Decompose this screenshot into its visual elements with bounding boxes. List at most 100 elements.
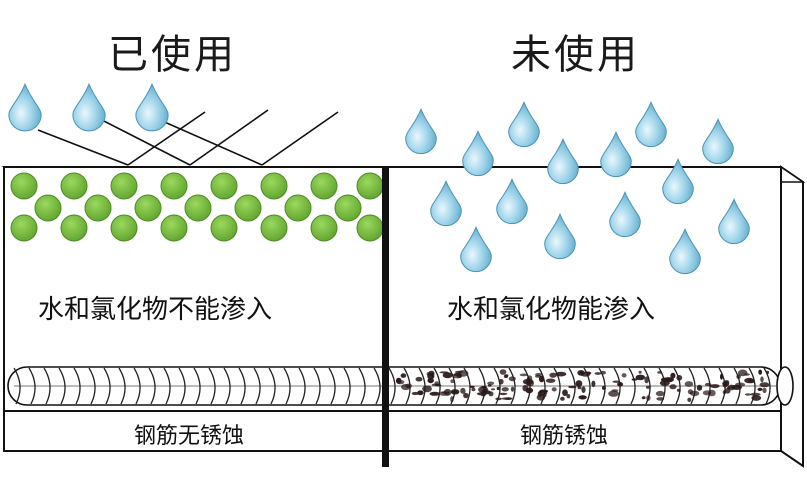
coating-sphere xyxy=(60,172,88,200)
reflection-line xyxy=(261,111,339,166)
rust-spot xyxy=(525,380,535,387)
coating-sphere xyxy=(210,172,238,200)
rust-spot xyxy=(537,391,543,398)
rust-spot xyxy=(575,380,583,387)
rust-spot xyxy=(551,387,557,392)
rust-spot xyxy=(411,391,419,396)
water-drop-icon xyxy=(430,179,462,226)
coating-sphere xyxy=(84,194,112,222)
water-drop-icon xyxy=(702,117,734,164)
reflection-line xyxy=(97,117,191,166)
rust-spot xyxy=(535,374,541,378)
water-drop-icon xyxy=(662,157,694,204)
rust-spot xyxy=(487,384,492,387)
rust-spot xyxy=(439,371,449,374)
rust-spot xyxy=(601,385,606,390)
rust-spot xyxy=(560,396,565,401)
rebar-rib xyxy=(688,367,696,405)
coating-sphere xyxy=(284,194,312,222)
water-drop-icon xyxy=(508,100,540,147)
water-drop-icon xyxy=(8,82,42,132)
rebar-rib xyxy=(118,367,126,405)
reflection-lines xyxy=(37,109,339,166)
rust-spot xyxy=(545,378,556,383)
rust-spot xyxy=(501,387,509,392)
coating-sphere xyxy=(34,194,62,222)
rust-spot xyxy=(657,371,663,374)
rust-spot xyxy=(744,393,752,396)
coating-sphere xyxy=(160,172,188,200)
rebar-rib xyxy=(133,367,141,405)
rust-spot xyxy=(684,381,694,387)
rust-spot xyxy=(538,375,545,383)
water-drop-icon xyxy=(609,190,641,237)
rust-spot xyxy=(460,387,466,394)
right-water-drops xyxy=(405,100,750,274)
rust-spot xyxy=(450,396,454,403)
rust-spot xyxy=(581,386,586,394)
rust-spot xyxy=(720,373,723,380)
panel-divider xyxy=(382,167,389,467)
rust-spot xyxy=(496,386,500,391)
coating-sphere xyxy=(110,214,138,242)
rebar-rib xyxy=(493,367,501,405)
rust-spot xyxy=(669,384,677,390)
rust-spot xyxy=(555,371,567,377)
rust-spot xyxy=(670,372,676,379)
left-title: 已使用 xyxy=(108,32,237,78)
rebar-rib xyxy=(538,367,546,405)
rebar-rib xyxy=(298,367,306,405)
rust-spot xyxy=(400,373,407,378)
rebar-rib xyxy=(388,367,396,405)
rust-spot xyxy=(482,390,491,395)
rust-spot xyxy=(676,375,683,381)
coating-sphere xyxy=(160,214,188,242)
rust-spot xyxy=(585,371,592,375)
rebar-rib xyxy=(358,367,366,405)
rust-spot xyxy=(600,370,606,375)
coating-sphere xyxy=(210,214,238,242)
rust-spot xyxy=(487,381,495,386)
rust-spot xyxy=(450,389,460,395)
rebar-rib xyxy=(88,367,96,405)
rust-spot xyxy=(566,394,571,399)
rebar-rib xyxy=(373,367,381,405)
rust-spot xyxy=(751,395,762,401)
coating-sphere xyxy=(260,172,288,200)
rust-spot xyxy=(594,372,602,375)
rust-spot xyxy=(510,386,515,392)
rust-spot xyxy=(737,369,748,377)
rust-spot xyxy=(522,385,529,392)
rust-spot xyxy=(735,382,746,387)
rust-spots xyxy=(395,369,770,403)
rebar-rib xyxy=(553,367,561,405)
rebar-rib xyxy=(148,367,156,405)
rebar-rib xyxy=(268,367,276,405)
rust-spot xyxy=(503,374,509,379)
rust-spot xyxy=(689,390,700,397)
rust-spot xyxy=(750,392,761,396)
rust-spot xyxy=(727,384,736,391)
rebar-rib xyxy=(178,367,186,405)
coating-sphere xyxy=(356,172,384,200)
coating-sphere xyxy=(184,194,212,222)
rebar-rib xyxy=(568,367,576,405)
water-drop-icon xyxy=(544,212,576,259)
coating-sphere xyxy=(134,194,162,222)
rust-spot xyxy=(641,396,646,400)
rust-spot xyxy=(443,388,452,396)
rebar-rib xyxy=(328,367,336,405)
rust-spot xyxy=(417,390,424,396)
rebar-rib xyxy=(628,367,636,405)
rebar-rib xyxy=(583,367,591,405)
rust-spot xyxy=(704,382,712,387)
rebar-rib xyxy=(508,367,516,405)
coating-sphere xyxy=(60,214,88,242)
rust-spot xyxy=(422,385,432,393)
rust-spot xyxy=(758,369,763,375)
rebar-rib xyxy=(28,367,36,405)
rebar-rib xyxy=(208,367,216,405)
right-rebar-label: 钢筋锈蚀 xyxy=(520,424,609,449)
water-drop-icon xyxy=(669,227,701,274)
rebar-rib xyxy=(673,367,681,405)
